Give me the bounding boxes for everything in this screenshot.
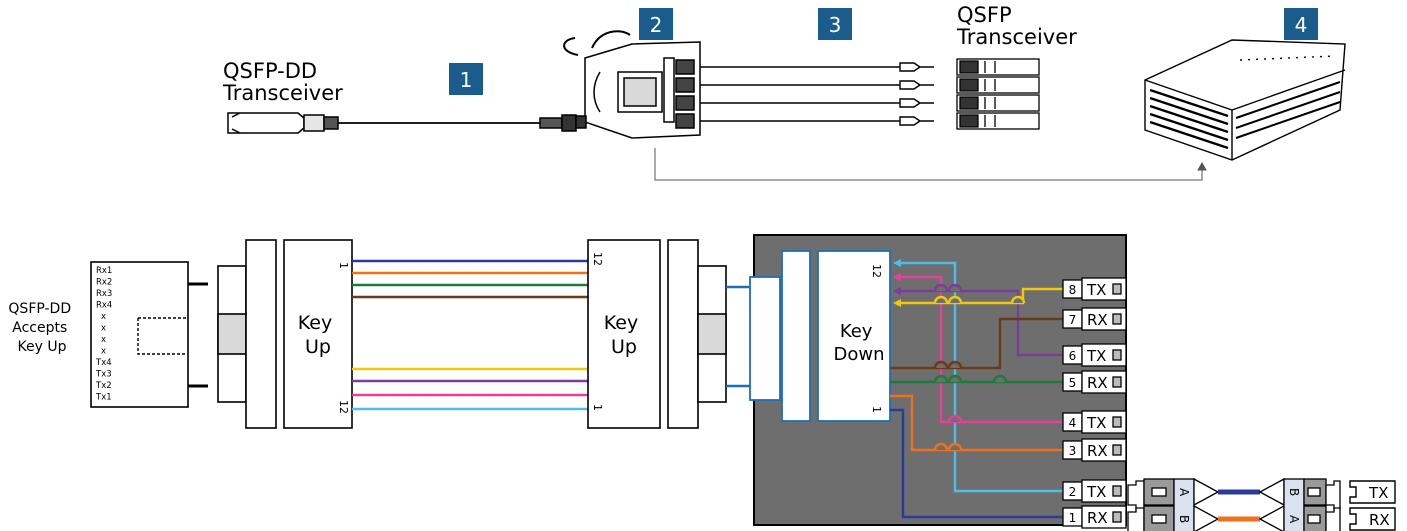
svg-text:TX: TX — [1086, 414, 1106, 432]
duplex-ports: 8 TX 7 RX 6 TX 5 RX 4 — [1062, 277, 1127, 529]
svg-text:1: 1 — [337, 262, 350, 269]
svg-text:TX: TX — [1086, 347, 1106, 365]
fiber-crossovers — [933, 283, 1026, 451]
svg-text:3: 3 — [1069, 444, 1077, 458]
svg-text:12: 12 — [591, 252, 604, 266]
qsfpdd-key-note: QSFP-DD Accepts Key Up — [8, 301, 75, 355]
svg-text:RX: RX — [1087, 311, 1108, 329]
svg-text:8: 8 — [1069, 283, 1077, 297]
lane-label: Tx2 — [95, 381, 112, 391]
end-device-ports: TX RX — [1349, 480, 1396, 531]
svg-text:TX: TX — [1086, 483, 1106, 501]
svg-text:TX: TX — [1086, 281, 1106, 299]
svg-text:7: 7 — [1069, 313, 1077, 327]
svg-text:A: A — [1287, 515, 1301, 524]
lane-label: Rx2 — [96, 278, 112, 288]
svg-text:Key Down: Key Down — [833, 321, 884, 365]
lane-label: x — [101, 347, 106, 357]
server-chassis-icon — [1144, 39, 1346, 161]
connector-left: Key Up 1 12 — [217, 239, 353, 429]
lane-label: Tx1 — [95, 393, 112, 403]
svg-text:B: B — [1287, 488, 1301, 496]
svg-text:RX: RX — [1087, 442, 1108, 460]
end-port-rx: RX — [1369, 511, 1390, 529]
lane-label: Rx1 — [96, 266, 112, 276]
qsfpdd-module: Rx1 Rx2 Rx3 Rx4 x x x x Tx4 Tx3 Tx2 Tx1 — [90, 261, 208, 408]
svg-text:B: B — [1177, 515, 1191, 523]
svg-text:RX: RX — [1087, 374, 1108, 392]
step-badge-3: 3 — [818, 8, 852, 40]
lane-label: x — [101, 312, 106, 322]
port-4-tx: 4 TX — [1062, 410, 1127, 434]
trunk-fibers — [352, 259, 588, 411]
svg-text:3: 3 — [829, 13, 842, 37]
svg-text:A: A — [1177, 488, 1191, 497]
svg-text:Key Up: Key Up — [298, 312, 339, 358]
lane-label: x — [101, 324, 106, 334]
duplex-patch-cord: A B B A — [1127, 477, 1341, 531]
qsfp-transceivers-icon — [956, 58, 1040, 130]
step-badge-4: 4 — [1284, 8, 1318, 40]
svg-text:2: 2 — [1069, 485, 1077, 499]
patch-cords-icon — [700, 62, 934, 126]
connector-mid: Key Up 12 1 — [587, 239, 727, 429]
qsfpdd-title: QSFP-DD Transceiver — [222, 59, 343, 105]
port-7-rx: 7 RX — [1062, 307, 1127, 331]
port-5-rx: 5 RX — [1062, 370, 1127, 394]
svg-text:6: 6 — [1069, 349, 1077, 363]
port-3-rx: 3 RX — [1062, 438, 1127, 462]
lane-label: Tx3 — [95, 370, 112, 380]
step-badge-1: 1 — [449, 63, 483, 95]
step-badge-2: 2 — [639, 8, 673, 40]
lane-label: Rx4 — [96, 301, 112, 311]
routing-arrow — [654, 148, 1207, 181]
svg-text:2: 2 — [650, 13, 663, 37]
svg-text:Key Up: Key Up — [604, 312, 645, 358]
lane-label: x — [101, 335, 106, 345]
qsfpdd-transceiver-icon — [227, 112, 577, 134]
port-2-tx: 2 TX — [1062, 479, 1127, 503]
svg-text:12: 12 — [870, 264, 883, 278]
svg-text:1: 1 — [591, 404, 604, 411]
qsfp-title: QSFP Transceiver — [956, 3, 1077, 49]
svg-text:4: 4 — [1069, 416, 1077, 430]
lane-label: Rx3 — [96, 289, 112, 299]
svg-text:1: 1 — [870, 406, 883, 413]
svg-text:RX: RX — [1087, 509, 1108, 527]
port-1-rx: 1 RX — [1062, 505, 1127, 529]
svg-text:1: 1 — [1069, 511, 1077, 525]
svg-text:1: 1 — [460, 68, 473, 92]
cassette-icon — [563, 30, 701, 139]
connector-right: Key Down 12 1 — [749, 250, 891, 422]
port-6-tx: 6 TX — [1062, 343, 1127, 367]
svg-text:5: 5 — [1069, 376, 1077, 390]
svg-text:4: 4 — [1295, 13, 1308, 37]
end-port-tx: TX — [1368, 484, 1388, 502]
svg-text:12: 12 — [337, 400, 350, 414]
port-8-tx: 8 TX — [1062, 277, 1127, 301]
lane-label: Tx4 — [95, 358, 112, 368]
